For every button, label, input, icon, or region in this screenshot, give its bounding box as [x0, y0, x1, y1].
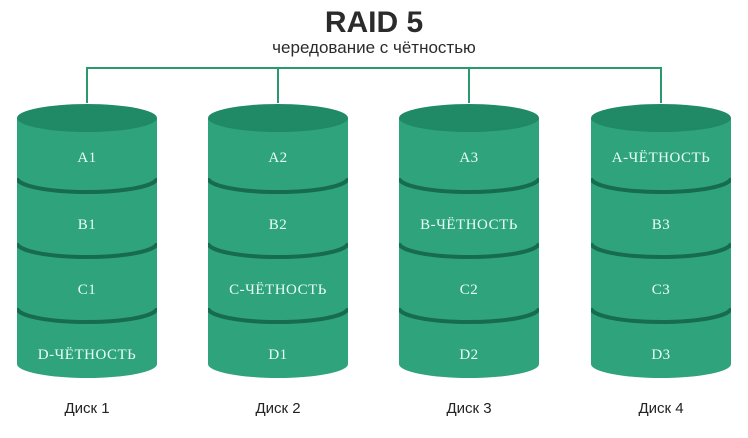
segment-label: C3: [651, 282, 671, 298]
segment-label: C2: [459, 282, 479, 298]
segment-label: B1: [77, 217, 97, 233]
segment-label: D3: [651, 347, 671, 363]
connector-drop-2: [277, 67, 279, 103]
segment-label: B2: [268, 217, 288, 233]
segment-label: C-ЧЁТНОСТЬ: [229, 282, 327, 298]
segment-label: D-ЧЁТНОСТЬ: [37, 347, 137, 363]
disk-1: A1 B1 C1 D-ЧЁТНОСТЬ: [17, 100, 157, 380]
segment-label: A3: [459, 150, 479, 166]
segment-label: D1: [268, 347, 288, 363]
disk-4: A-ЧЁТНОСТЬ B3 C3 D3: [591, 100, 731, 380]
segment-label: A1: [77, 150, 97, 166]
diagram-subtitle: чередование с чётностью: [272, 38, 476, 57]
disk-2: A2 B2 C-ЧЁТНОСТЬ D1: [208, 100, 348, 380]
connector-drop-4: [660, 67, 662, 103]
disk-label: Диск 4: [638, 400, 684, 417]
segment-label: C1: [77, 282, 97, 298]
segment-label: A2: [268, 150, 288, 166]
segment-label: A-ЧЁТНОСТЬ: [611, 150, 711, 166]
connector-drop-1: [86, 67, 88, 103]
diagram-title: RAID 5: [324, 6, 424, 39]
disk-label: Диск 3: [446, 400, 492, 417]
disk-cylinder: [208, 104, 348, 378]
segment-label: B-ЧЁТНОСТЬ: [420, 217, 518, 233]
segment-label: B3: [651, 217, 671, 233]
connector-drop-3: [468, 67, 470, 103]
disk-3: A3 B-ЧЁТНОСТЬ C2 D2: [399, 100, 539, 380]
disk-cylinder: [17, 104, 157, 378]
disk-cylinder: [399, 104, 539, 378]
connector-line: [87, 67, 662, 69]
disk-label: Диск 1: [64, 400, 110, 417]
segment-label: D2: [459, 347, 479, 363]
disk-label: Диск 2: [255, 400, 301, 417]
disk-cylinder: [591, 104, 731, 378]
